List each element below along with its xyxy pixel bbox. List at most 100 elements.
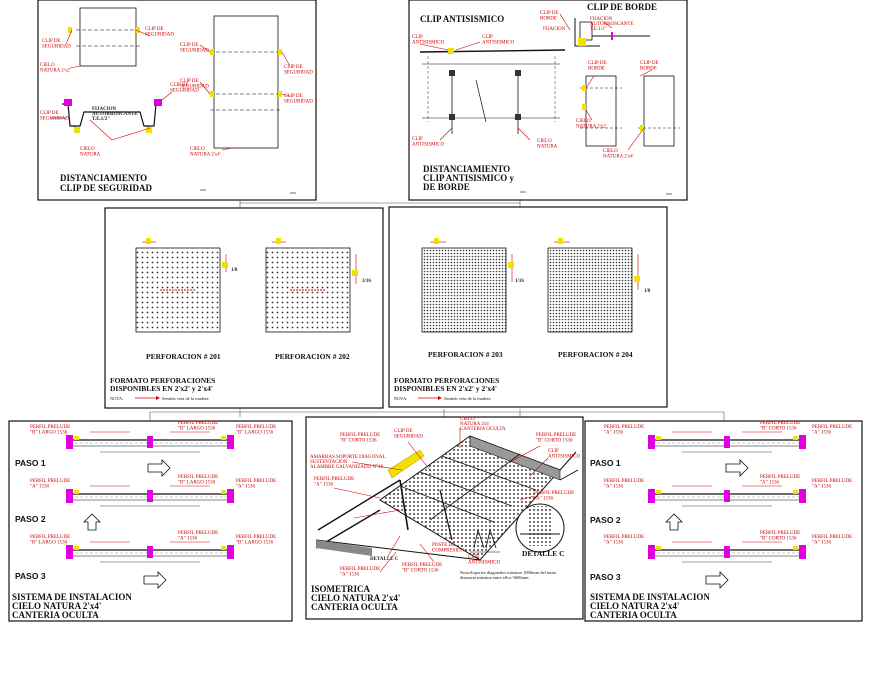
- svg-text:1/8: 1/8: [644, 289, 651, 294]
- panel-perforaciones-201-202: 1/8 3/16: [104, 207, 384, 409]
- panel-title: SISTEMA DE INSTALACION: [12, 592, 132, 602]
- perfil-label: PERFIL PRELUDE"A" 1536: [236, 479, 276, 490]
- perfil-label: PERFIL PRELUDE"B" CORTO 1536: [760, 531, 800, 542]
- perforacion-label: PERFORACION # 202: [275, 352, 350, 361]
- panel-title: DISTANCIAMIENTO: [60, 173, 147, 183]
- perfil-label: PERFIL PRELUDE"B" LARGO 1536: [30, 425, 70, 436]
- installation-step-row: [648, 541, 806, 563]
- panel-clip-antisismico: [408, 0, 688, 201]
- fijacion-label: FIJACION: [543, 27, 566, 32]
- perfil-label: PERFIL PRELUDE"B" LARGO 1536: [178, 475, 218, 486]
- direction-arrow: [143, 571, 167, 589]
- perfil-label: PERFIL PRELUDE"B" CORTO 1536: [760, 421, 800, 432]
- perfil-label: PERFIL PRELUDE"A" 1536: [812, 535, 852, 546]
- panel-title: CLIP ANTISISMICO y: [423, 173, 515, 183]
- installation-step-row: [648, 485, 806, 507]
- paso-label: PASO 3: [15, 571, 46, 581]
- installation-step-row: [66, 485, 234, 507]
- installation-step-row: [66, 431, 234, 453]
- perfil-label: PERFIL PRELUDE"B" LARGO 1536: [236, 535, 276, 546]
- direction-arrow: [665, 513, 683, 531]
- perfil-label: PERFIL PRELUDE"A" 1536: [314, 477, 354, 488]
- paso-label: PASO 3: [590, 572, 621, 582]
- perforacion-label: PERFORACION # 201: [146, 352, 221, 361]
- panel-title: CLIP ANTISISMICO: [420, 14, 504, 24]
- formato-title: DISPONIBLES EN 2'x2' y 2'x4': [110, 384, 213, 393]
- perfil-label: PERFIL PRELUDE"A" 1536: [30, 479, 70, 490]
- panel-title: CLIP DE BORDE: [587, 2, 657, 12]
- paso-label: PASO 2: [590, 515, 621, 525]
- direction-arrow: [83, 513, 101, 531]
- formato-title: DISPONIBLES EN 2'x2' y 2'x4': [394, 384, 497, 393]
- perfil-label: PERFIL PRELUDE"A" 1536: [604, 479, 644, 490]
- perfil-label: PERFIL PRELUDE"B" LARGO 1536: [30, 535, 70, 546]
- perfil-label: PERFIL PRELUDE"B" CORTO 1536: [402, 563, 442, 574]
- panel-title: CIELO NATURA 2'x4': [311, 593, 400, 603]
- panel-title: SISTEMA DE INSTALACION: [590, 592, 710, 602]
- panel-title: CIELO NATURA 2'x4': [12, 601, 101, 611]
- perfil-label: PERFIL PRELUDE"B" LARGO 1536: [236, 425, 276, 436]
- nota-text: Sentido veta de la madera: [162, 396, 208, 401]
- installation-step-row: [648, 431, 806, 453]
- installation-step-row: [66, 541, 234, 563]
- panel-title: CIELO NATURA 2'x4': [590, 601, 679, 611]
- panel-isometrica: [305, 416, 584, 620]
- perfil-label: PERFIL PRELUDE"B" CORTO 1536: [340, 433, 380, 444]
- panel-perforaciones-203-204: 1/16 1/8: [388, 206, 668, 408]
- perfil-label: PERFIL PRELUDE"A" 1536: [604, 425, 644, 436]
- paso-label: PASO 2: [15, 514, 46, 524]
- detalle-label: DETALLE C: [370, 557, 399, 562]
- panel-title: DE BORDE: [423, 182, 470, 192]
- panel-sistema-instalacion-left: [8, 420, 293, 622]
- panel-title: CLIP DE SEGURIDAD: [60, 183, 153, 193]
- connector-lines: [149, 200, 725, 421]
- nota-label: NOTA:: [394, 396, 407, 401]
- paso-label: PASO 1: [590, 458, 621, 468]
- paso-label: PASO 1: [15, 458, 46, 468]
- perforacion-label: PERFORACION # 204: [558, 350, 633, 359]
- installation-step-rows: [66, 431, 806, 589]
- perfil-label: PERFIL PRELUDE"B" CORTO 1536: [536, 433, 576, 444]
- perfil-label: PERFIL PRELUDE"A" 1536: [812, 425, 852, 436]
- perfil-label: PERFIL PRELUDE"A" 1536: [812, 479, 852, 490]
- nota-label: NOTA:: [110, 396, 123, 401]
- nota-text: Nota:Soportes diagonales máximo 1800mm d…: [460, 570, 557, 580]
- panel-title: DISTANCIAMIENTO: [423, 164, 510, 174]
- panel-title: CANTERIA OCULTA: [12, 610, 99, 620]
- svg-text:1/16: 1/16: [515, 279, 524, 284]
- perfil-label: PERFIL PRELUDE"A" 1536: [178, 531, 218, 542]
- nota-text: Sentido veta de la madera: [444, 396, 490, 401]
- perfil-label: PERFIL PRELUDE"B" LARGO 1536: [178, 421, 218, 432]
- svg-text:1/8: 1/8: [231, 268, 238, 273]
- panel-title: CANTERIA OCULTA: [311, 602, 398, 612]
- perfil-label: PERFIL PRELUDE"A" 1536: [340, 567, 380, 578]
- direction-arrow: [705, 571, 729, 589]
- direction-arrow: [147, 459, 171, 477]
